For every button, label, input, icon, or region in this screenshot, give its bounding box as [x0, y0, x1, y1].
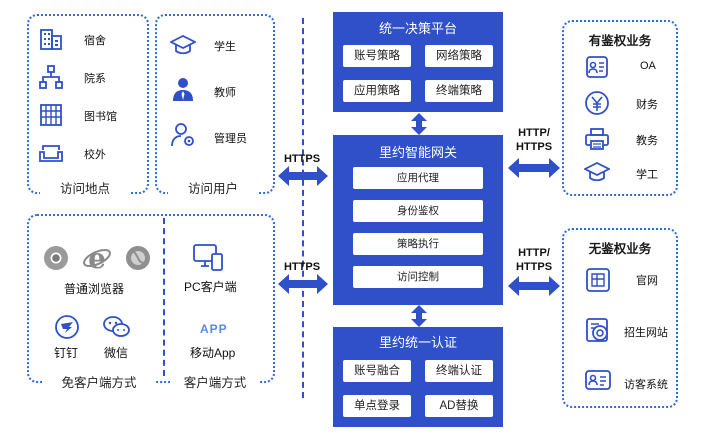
client-mode-panel	[27, 214, 275, 383]
auth-services-panel	[562, 20, 678, 196]
service-oa-label: OA	[640, 60, 656, 72]
location-dorm-label: 宿舍	[84, 35, 106, 47]
right-double-arrow-upper	[508, 158, 560, 178]
decision-chip-application: 应用策略	[343, 80, 411, 102]
finance-yen-icon	[585, 91, 609, 115]
decision-chip-terminal: 终端策略	[425, 80, 493, 102]
pc-client-label: PC客户端	[184, 280, 237, 294]
auth-chip-account-merge: 账号融合	[343, 360, 411, 382]
pc-client-icon	[193, 244, 223, 271]
network-boundary-line	[302, 18, 304, 398]
sofa-icon	[39, 145, 63, 162]
location-department-label: 院系	[84, 73, 106, 85]
user-student-label: 学生	[214, 41, 236, 53]
auth-chip-ad-replace: AD替换	[425, 395, 493, 417]
noauth-services-title: 无鉴权业务	[588, 242, 652, 256]
right-protocol-lower: HTTP/ HTTPS	[515, 247, 553, 273]
left-protocol-upper: HTTPS	[283, 153, 321, 165]
gateway-title: 里约智能网关	[378, 145, 457, 160]
auth-services-title: 有鉴权业务	[588, 34, 652, 48]
gateway-chip-proxy: 应用代理	[353, 167, 483, 189]
gateway-auth-arrow	[411, 305, 427, 327]
ie-browser-icon: e	[83, 244, 111, 272]
client-mode-divider	[163, 218, 165, 376]
clientless-caption: 免客户端方式	[44, 372, 154, 391]
decision-gateway-arrow	[411, 113, 427, 135]
wechat-label: 微信	[104, 346, 129, 360]
access-location-caption: 访问地点	[40, 178, 130, 197]
service-website-label: 官网	[636, 275, 658, 287]
left-double-arrow-upper	[278, 166, 328, 186]
service-admissions-label: 招生网站	[624, 327, 668, 339]
teacher-icon	[173, 78, 193, 101]
chrome-browser-icon	[44, 246, 68, 270]
app-icon: APP	[200, 322, 228, 336]
auth-chip-terminal-auth: 终端认证	[425, 360, 493, 382]
visitor-card-icon	[585, 370, 611, 390]
service-visitor-label: 访客系统	[624, 379, 668, 391]
right-protocol-upper: HTTP/ HTTPS	[515, 127, 553, 153]
website-icon	[586, 268, 610, 292]
admin-gear-icon	[171, 123, 194, 147]
mobile-app-label: 移动App	[190, 346, 236, 360]
user-admin-label: 管理员	[214, 133, 247, 145]
right-double-arrow-lower	[508, 276, 560, 296]
left-protocol-lower: HTTPS	[283, 261, 321, 273]
graduation-cap-icon	[170, 34, 196, 55]
client-caption: 客户端方式	[170, 372, 260, 391]
wechat-icon	[103, 316, 130, 337]
decision-chip-network: 网络策略	[425, 45, 493, 67]
library-icon	[40, 104, 62, 126]
dingtalk-icon	[55, 315, 79, 339]
unified-auth-title: 里约统一认证	[378, 335, 457, 350]
gateway-chip-policy: 策略执行	[353, 233, 483, 255]
decision-platform-title: 统一决策平台	[378, 21, 457, 36]
org-chart-icon	[39, 65, 63, 89]
auth-chip-sso: 单点登录	[343, 395, 411, 417]
firefox-browser-icon	[126, 246, 150, 270]
access-user-caption: 访问用户	[168, 178, 258, 197]
gateway-chip-auth: 身份鉴权	[353, 200, 483, 222]
service-student-affairs-label: 学工	[636, 169, 658, 181]
printer-icon	[585, 128, 609, 150]
access-location-panel	[27, 14, 149, 194]
browser-label: 普通浏览器	[64, 282, 125, 296]
left-double-arrow-lower	[278, 274, 328, 294]
decision-chip-account: 账号策略	[343, 45, 411, 67]
location-offcampus-label: 校外	[84, 149, 106, 161]
service-finance-label: 财务	[636, 99, 658, 111]
dingtalk-label: 钉钉	[54, 346, 79, 360]
noauth-services-panel	[562, 228, 678, 408]
building-icon	[40, 29, 62, 50]
service-academic-label: 教务	[636, 135, 658, 147]
gateway-chip-access: 访问控制	[353, 266, 483, 288]
mortarboard-icon	[584, 161, 610, 182]
location-library-label: 图书馆	[84, 111, 117, 123]
user-teacher-label: 教师	[214, 87, 236, 99]
svg-text:e: e	[88, 244, 106, 272]
admissions-target-icon	[586, 318, 608, 342]
id-card-icon	[586, 56, 608, 78]
